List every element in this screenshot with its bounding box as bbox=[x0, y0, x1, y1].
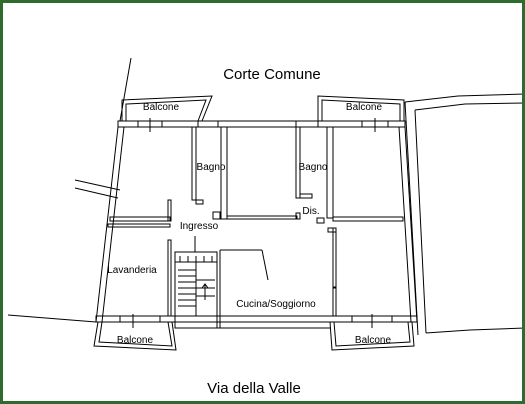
staircase bbox=[174, 236, 218, 329]
wall-laundry-east bbox=[167, 239, 172, 317]
wall-south bbox=[95, 315, 418, 323]
wall-bedroom-left-door-jamb bbox=[167, 199, 172, 222]
wall-kitchen-door bbox=[261, 249, 269, 281]
room-label-entrance: Ingresso bbox=[180, 221, 219, 232]
balcony-top-left-outline bbox=[121, 95, 213, 122]
stair-arrow-head bbox=[201, 283, 209, 289]
wall-bedroom-left-south bbox=[109, 216, 171, 222]
wall-lower-right-west bbox=[332, 227, 337, 289]
balcony-bottom-right-inner bbox=[333, 321, 411, 347]
room-label-balcony-top-right: Balcone bbox=[346, 102, 383, 113]
boundary-line-right-inner bbox=[414, 109, 427, 334]
wall-center-room-south bbox=[226, 215, 298, 220]
room-label-laundry: Lavanderia bbox=[107, 265, 157, 276]
boundary-line-left-b bbox=[74, 187, 119, 199]
balcony-top-right-inner bbox=[321, 99, 401, 121]
interior-walls bbox=[107, 126, 404, 329]
balconies-bottom bbox=[93, 314, 415, 351]
wall-lower-right-stub bbox=[327, 227, 337, 233]
room-label-balcony-top-left: Balcone bbox=[143, 102, 180, 113]
street-label-top: Corte Comune bbox=[223, 66, 321, 83]
column-entrance bbox=[212, 211, 221, 220]
room-label-bath-left: Bagno bbox=[197, 162, 226, 173]
street-label-bottom: Via della Valle bbox=[207, 380, 301, 397]
balcony-bottom-left-outline bbox=[93, 321, 177, 351]
stair-well bbox=[174, 251, 218, 329]
boundary-line-left-a bbox=[74, 179, 121, 191]
room-label-kitchen-living: Cucina/Soggiorno bbox=[236, 299, 316, 310]
boundary-line-bottom-left bbox=[7, 314, 97, 323]
wall-north bbox=[117, 120, 406, 128]
column-hallway bbox=[316, 217, 325, 224]
balcony-bottom-right-outline bbox=[329, 321, 415, 351]
room-label-balcony-bottom-left: Balcone bbox=[117, 335, 154, 346]
room-label-hallway: Dis. bbox=[302, 206, 319, 217]
boundary-line-top-right bbox=[404, 93, 525, 103]
balcony-top-right-outline bbox=[317, 95, 405, 121]
wall-bedroom-right-south bbox=[332, 216, 404, 222]
wall-bath-left-west bbox=[191, 126, 197, 201]
wall-bath-right-stub bbox=[299, 193, 313, 199]
wall-bath-left-stub bbox=[195, 199, 204, 205]
wall-laundry-north bbox=[107, 223, 171, 228]
balconies-top bbox=[121, 95, 405, 132]
balcony-bottom-left-inner bbox=[98, 321, 173, 347]
wall-bath-right-east bbox=[326, 126, 334, 219]
labels: Corte Comune Via della Valle Balcone Bal… bbox=[107, 66, 391, 397]
wall-bath-right-west bbox=[295, 126, 301, 199]
boundary-line-bottom-right bbox=[425, 327, 525, 334]
room-label-bath-right: Bagno bbox=[299, 162, 328, 173]
site-boundary bbox=[7, 57, 525, 336]
wall-lower-right-west-b bbox=[332, 286, 337, 317]
balcony-top-left-inner bbox=[125, 99, 207, 122]
wall-bath-left-east bbox=[220, 126, 228, 220]
wall-center-room-jamb bbox=[295, 212, 301, 220]
boundary-line-top-right-inner bbox=[414, 102, 525, 111]
room-label-balcony-bottom-right: Balcone bbox=[355, 335, 392, 346]
